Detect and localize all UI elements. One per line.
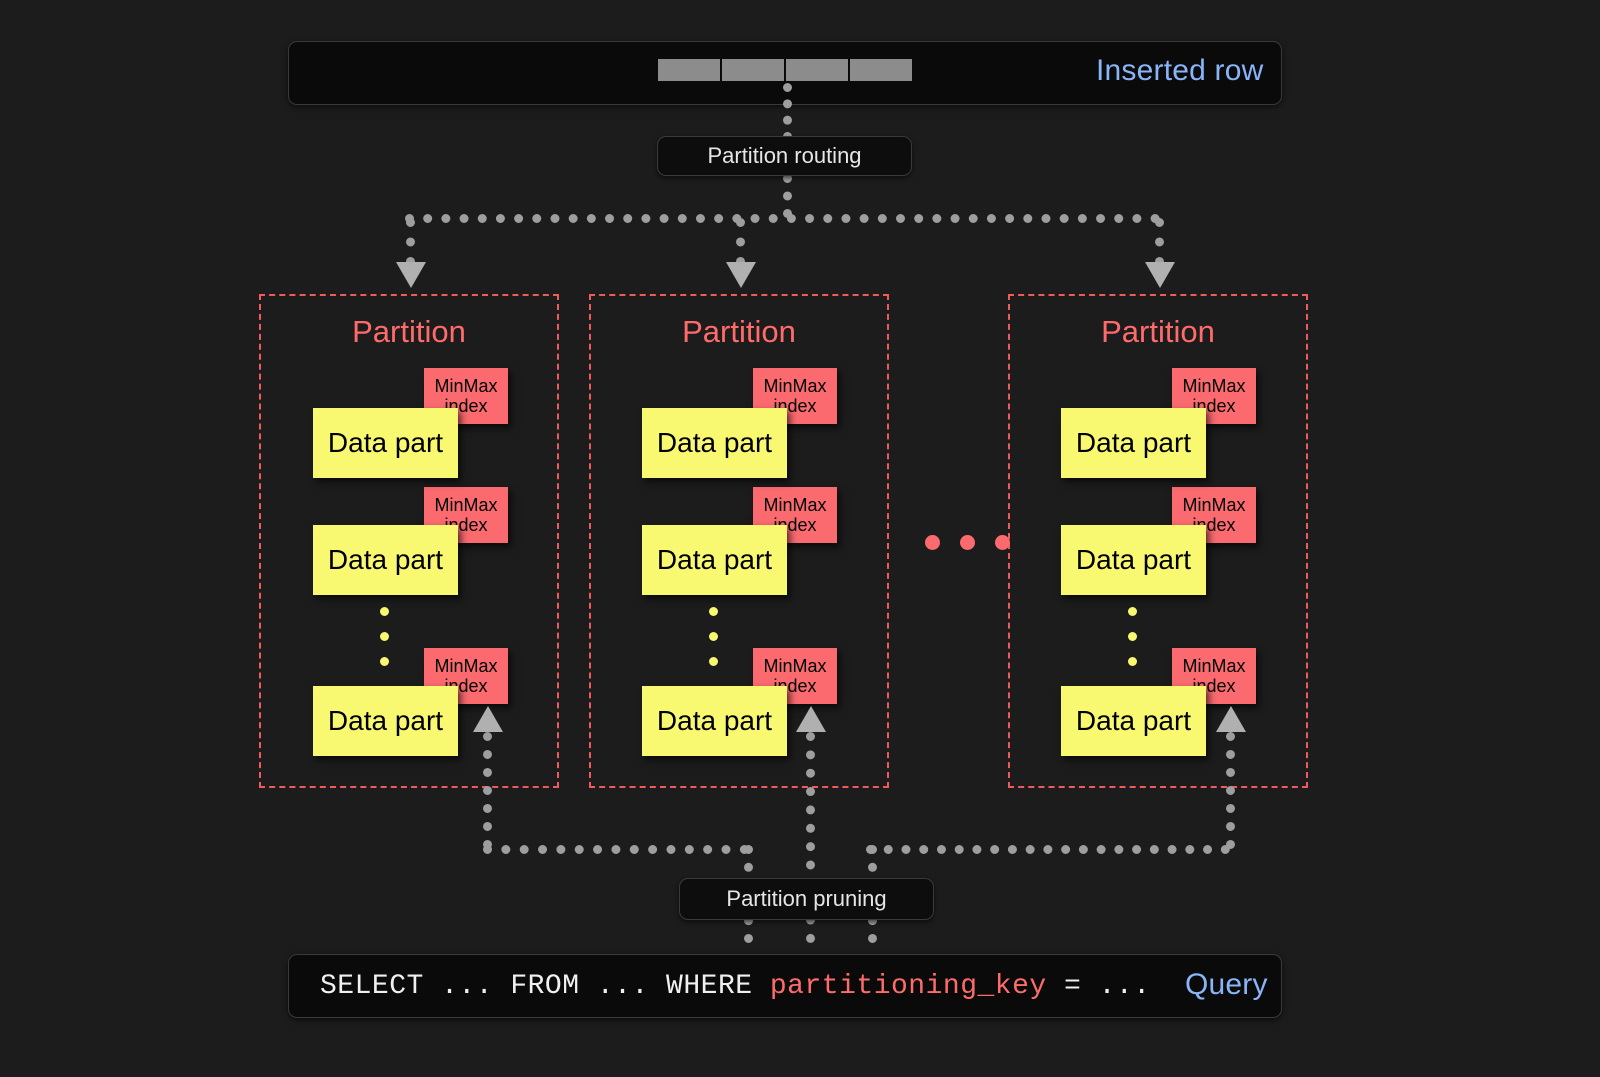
partition-ellipsis (925, 535, 1010, 550)
inserted-row-label: Inserted row (1096, 54, 1264, 87)
partition-pruning-box: Partition pruning (679, 878, 934, 920)
query-code-suffix: = ... (1046, 971, 1151, 1002)
connector-pruning-to-partition-1 (483, 732, 492, 849)
data-part-box: Data part (642, 408, 787, 478)
data-part-box: Data part (1061, 525, 1206, 595)
connector-pruning-to-partition-2 (806, 732, 815, 943)
minmax-index-label-line1: MinMax (763, 655, 827, 676)
data-part-ellipsis (1128, 607, 1137, 682)
data-part-label: Data part (656, 544, 773, 575)
arrow-down-partition-3 (1145, 262, 1175, 288)
arrow-up-partition-1 (473, 706, 503, 732)
connector-bus-to-partition-2 (736, 218, 745, 266)
connector-pruning-to-partition-3 (1226, 732, 1235, 849)
minmax-index-box: MinMax index (1172, 487, 1256, 543)
row-cell (658, 59, 722, 81)
data-part-label: Data part (1075, 544, 1192, 575)
partition-box-2: Partition (589, 294, 889, 788)
partition-routing-box: Partition routing (657, 136, 912, 176)
arrow-down-partition-1 (396, 262, 426, 288)
minmax-index-label-line1: MinMax (434, 655, 498, 676)
partition-title: Partition (352, 314, 466, 349)
query-code-text: SELECT ... FROM ... WHERE partitioning_k… (320, 971, 1151, 1002)
minmax-index-label-line1: MinMax (763, 494, 827, 515)
minmax-index-label-line1: MinMax (434, 375, 498, 396)
fanout-bus (405, 214, 1160, 223)
data-part-label: Data part (1075, 427, 1192, 458)
partition-routing-label: Partition routing (707, 143, 862, 168)
data-part-label: Data part (327, 427, 444, 458)
minmax-index-box: MinMax index (424, 368, 508, 424)
minmax-index-label-line1: MinMax (1182, 494, 1246, 515)
data-part-label: Data part (656, 705, 773, 736)
query-label: Query (1185, 968, 1268, 1001)
data-part-box: Data part (642, 525, 787, 595)
minmax-index-label-line1: MinMax (763, 375, 827, 396)
data-part-label: Data part (327, 544, 444, 575)
partition-title: Partition (682, 314, 796, 349)
row-cell (850, 59, 912, 81)
inserted-row-cells (658, 59, 912, 81)
data-part-ellipsis (380, 607, 389, 682)
minmax-index-box: MinMax index (424, 648, 508, 704)
data-part-box: Data part (642, 686, 787, 756)
query-code-partitioning-key: partitioning_key (769, 971, 1047, 1002)
minmax-index-box: MinMax index (424, 487, 508, 543)
connector-row-to-routing (783, 83, 792, 141)
data-part-ellipsis (709, 607, 718, 682)
connector-pruning-bus-right (866, 845, 1230, 854)
minmax-index-label-line1: MinMax (1182, 655, 1246, 676)
data-part-label: Data part (656, 427, 773, 458)
data-part-box: Data part (1061, 686, 1206, 756)
minmax-index-label-line1: MinMax (1182, 375, 1246, 396)
partition-title: Partition (1101, 314, 1215, 349)
data-part-box: Data part (1061, 408, 1206, 478)
partition-box-1: Partition (259, 294, 559, 788)
data-part-label: Data part (1075, 705, 1192, 736)
arrow-up-partition-3 (1216, 706, 1246, 732)
arrow-down-partition-2 (726, 262, 756, 288)
data-part-box: Data part (313, 525, 458, 595)
partition-pruning-label: Partition pruning (726, 886, 887, 911)
arrow-up-partition-2 (796, 706, 826, 732)
minmax-index-label-line1: MinMax (434, 494, 498, 515)
connector-bus-to-partition-1 (406, 218, 415, 266)
data-part-box: Data part (313, 686, 458, 756)
row-cell (722, 59, 786, 81)
connector-bus-to-partition-3 (1155, 218, 1164, 266)
data-part-box: Data part (313, 408, 458, 478)
connector-routing-to-bus (783, 174, 792, 218)
data-part-label: Data part (327, 705, 444, 736)
query-code-prefix: SELECT ... FROM ... WHERE (320, 971, 770, 1002)
connector-pruning-bus-left (483, 845, 749, 854)
row-cell (786, 59, 850, 81)
query-bar (288, 954, 1282, 1018)
